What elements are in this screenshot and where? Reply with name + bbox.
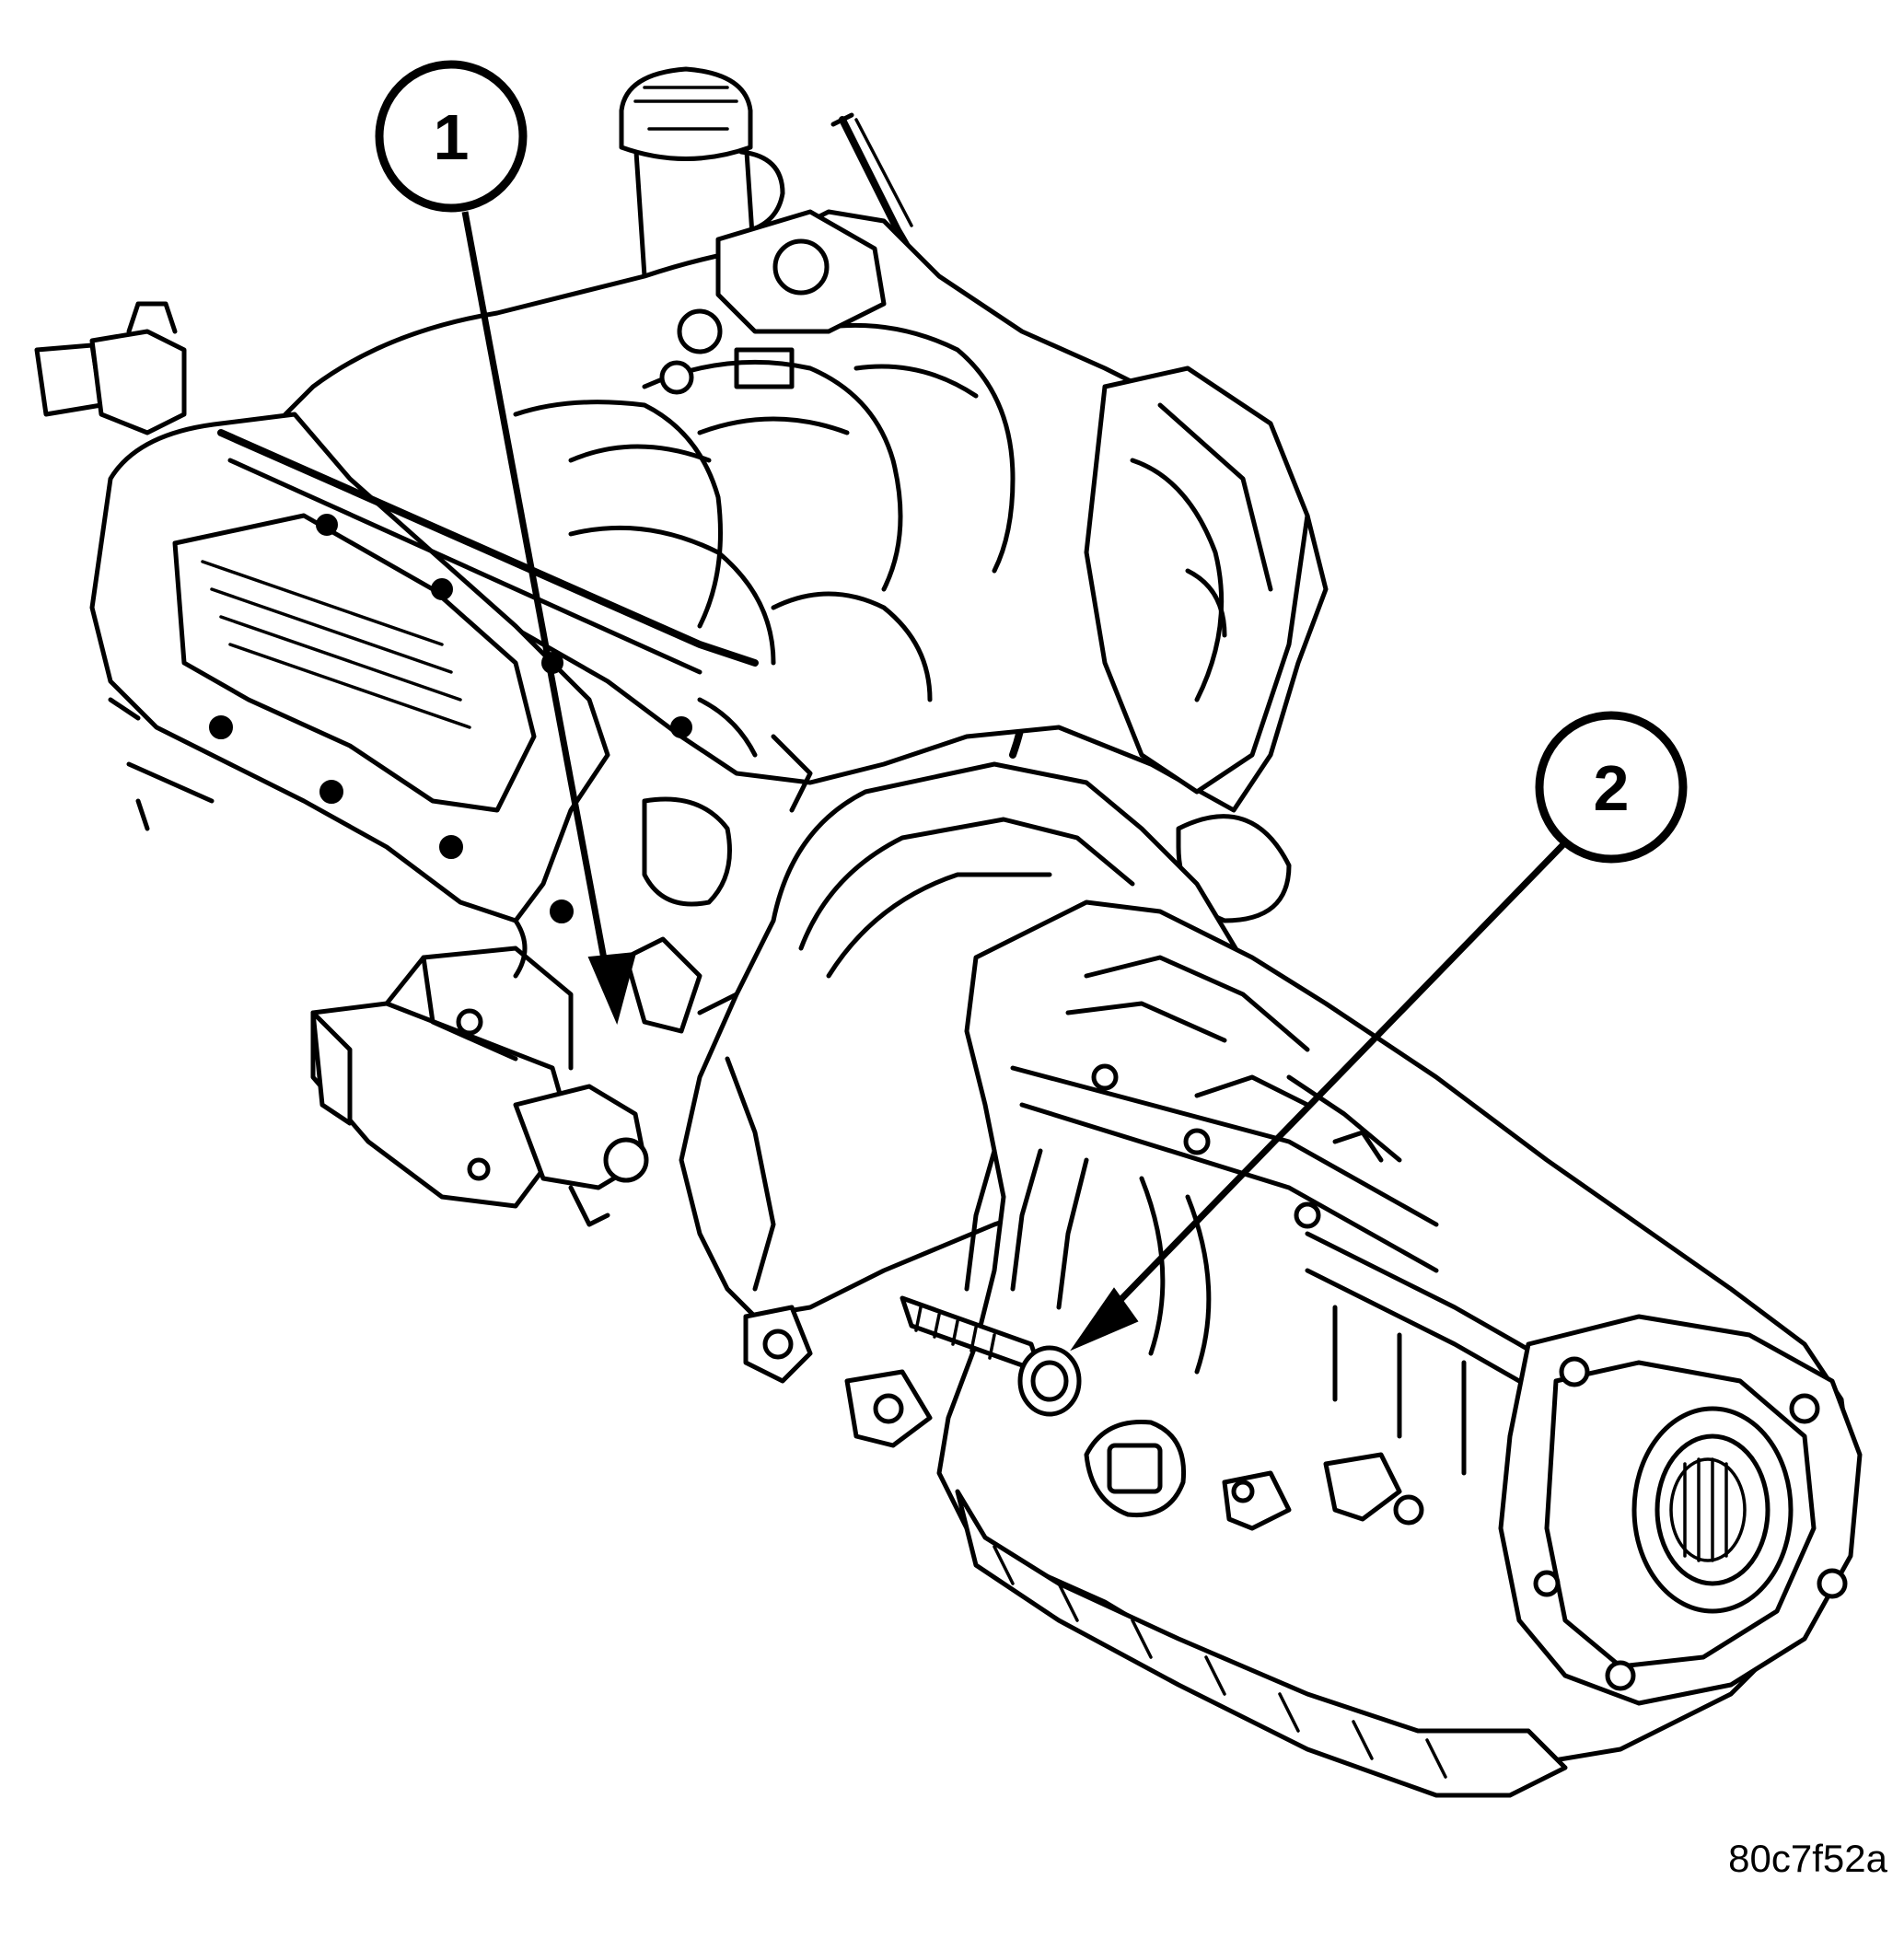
callout-2-circle xyxy=(1535,711,1688,864)
callout-1-circle xyxy=(375,60,528,213)
callout-1: 1 xyxy=(375,60,637,1026)
callout-2-number: 2 xyxy=(1594,752,1630,824)
callout-2-leader xyxy=(1084,835,1573,1338)
transmission-case xyxy=(679,761,1863,1798)
starter-motor xyxy=(310,946,649,1227)
callout-2: 2 xyxy=(1070,711,1688,1352)
figure-id: 80c7f52a xyxy=(1728,1837,1887,1880)
callout-1-arrowhead xyxy=(587,951,637,1026)
callout-1-number: 1 xyxy=(434,101,470,173)
callout-1-leader xyxy=(461,211,616,1004)
callout-2-arrowhead xyxy=(1070,1287,1139,1352)
engine-block xyxy=(34,66,1329,1034)
